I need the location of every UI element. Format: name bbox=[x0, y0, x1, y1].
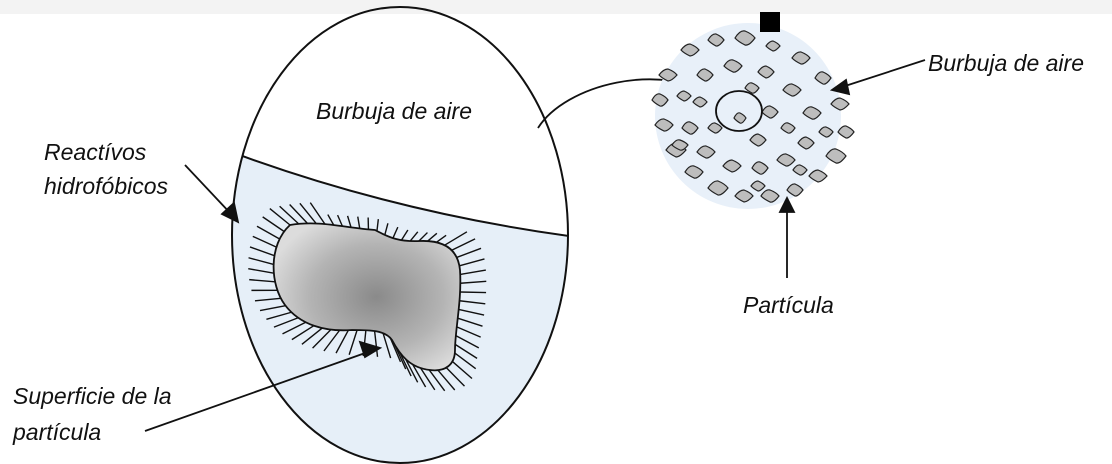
label-bubble-inside: Burbuja de aire bbox=[316, 98, 472, 125]
label-surface-line1: Superficie de la bbox=[13, 383, 172, 410]
label-reagents-line1: Reactívos bbox=[44, 139, 146, 166]
arrow-bubble bbox=[842, 60, 925, 87]
top-band bbox=[0, 0, 1112, 14]
label-reagents-line2: hidrofóbicos bbox=[44, 173, 168, 200]
black-square-marker bbox=[760, 12, 780, 32]
reagent-tick bbox=[460, 292, 486, 293]
cluster-particle bbox=[838, 126, 854, 138]
label-bubble-cluster: Burbuja de aire bbox=[928, 50, 1084, 77]
label-particle: Partícula bbox=[743, 292, 834, 319]
bubble-particle-cluster bbox=[652, 12, 854, 209]
magnified-view bbox=[200, 7, 600, 464]
label-surface-line2: partícula bbox=[13, 419, 101, 446]
arrow-reagents bbox=[185, 165, 232, 215]
